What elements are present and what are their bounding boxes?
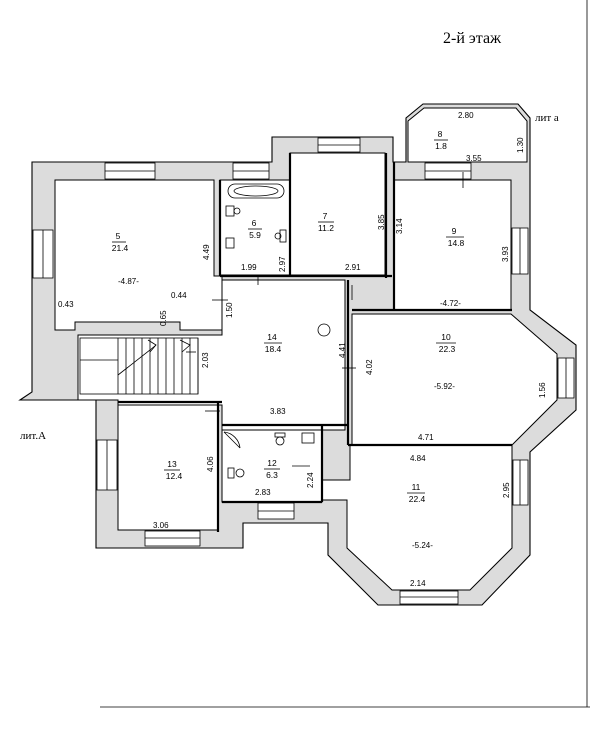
fixtures — [223, 183, 331, 479]
dim-4-06: 4.06 — [206, 456, 215, 472]
dim-2-03: 2.03 — [201, 352, 210, 368]
room-13-number: 13 — [167, 459, 177, 469]
room-11-area: 22.4 — [409, 494, 426, 504]
room-14-area: 18.4 — [265, 344, 282, 354]
room-13-area: 12.4 — [166, 471, 183, 481]
room-9-area: 14.8 — [448, 238, 465, 248]
dim-0-65: 0.65 — [159, 310, 168, 326]
dim-2-91: 2.91 — [345, 263, 361, 272]
dim-2-14: 2.14 — [410, 579, 426, 588]
dim-4-02: 4.02 — [365, 359, 374, 375]
dim-4-72: -4.72- — [440, 299, 461, 308]
dim-4-41: 4.41 — [338, 342, 347, 358]
windows — [32, 137, 575, 605]
room-12-area: 6.3 — [266, 470, 278, 480]
dim-2-24: 2.24 — [306, 472, 315, 488]
dimension-labels: 2.80 1.30 3.55 3.85 3.14 3.93 -4.72- 2.9… — [58, 111, 547, 588]
dim-4-84: 4.84 — [410, 454, 426, 463]
room-11-label: 11 22.4 — [407, 482, 426, 504]
room-10-area: 22.3 — [439, 344, 456, 354]
room-7 — [289, 152, 386, 276]
room-labels: 5 21.4 6 5.9 7 11.2 8 1.8 9 14.8 10 22.3 — [112, 129, 465, 504]
room-5-label: 5 21.4 — [112, 231, 129, 253]
room-12-number: 12 — [267, 458, 277, 468]
room-11-number: 11 — [412, 482, 421, 492]
dimension-ticks — [186, 172, 464, 467]
dim-1-30: 1.30 — [516, 137, 525, 153]
dim-0-43: 0.43 — [58, 300, 74, 309]
lit-a-main-label: лит.А — [20, 430, 46, 442]
room-7-label: 7 11.2 — [318, 211, 334, 233]
floor-title: 2-й этаж — [443, 30, 502, 47]
room-11 — [321, 444, 513, 591]
dim-3-06: 3.06 — [153, 521, 169, 530]
room-10-label: 10 22.3 — [436, 332, 456, 354]
room-5-area: 21.4 — [112, 243, 129, 253]
dim-3-83: 3.83 — [270, 407, 286, 416]
room-5-number: 5 — [116, 231, 121, 241]
dim-1-56: 1.56 — [538, 382, 547, 398]
dim-1-50: 1.50 — [225, 302, 234, 318]
lit-a-top-label: лит а — [535, 112, 559, 124]
room-13-label: 13 12.4 — [164, 459, 183, 481]
dim-3-55: 3.55 — [466, 154, 482, 163]
partitions — [118, 153, 512, 532]
dim-5-92: -5.92- — [434, 382, 455, 391]
dim-4-71: 4.71 — [418, 433, 434, 442]
room-8-number: 8 — [438, 129, 443, 139]
dim-2-95: 2.95 — [502, 482, 511, 498]
room-8-area: 1.8 — [435, 141, 447, 151]
dim-3-93: 3.93 — [501, 246, 510, 262]
dim-2-83: 2.83 — [255, 488, 271, 497]
dim-2-80: 2.80 — [458, 111, 474, 120]
room-7-number: 7 — [323, 211, 328, 221]
room-6-label: 6 5.9 — [248, 218, 262, 240]
room-10 — [351, 313, 558, 446]
room-8 — [407, 107, 528, 163]
staircase — [79, 337, 199, 395]
dim-1-99: 1.99 — [241, 263, 257, 272]
room-5 — [54, 179, 223, 331]
room-10-number: 10 — [441, 332, 451, 342]
dim-3-14: 3.14 — [395, 218, 404, 234]
room-8-label: 8 1.8 — [434, 129, 448, 151]
room-14-number: 14 — [267, 332, 277, 342]
room-9-number: 9 — [452, 226, 457, 236]
room-6-number: 6 — [252, 218, 257, 228]
room-6-area: 5.9 — [249, 230, 261, 240]
dim-5-24: -5.24- — [412, 541, 433, 550]
room-14 — [77, 279, 346, 431]
dim-4-87: -4.87- — [118, 277, 139, 286]
dim-4-49: 4.49 — [202, 244, 211, 260]
dim-3-85: 3.85 — [377, 214, 386, 230]
room-14-label: 14 18.4 — [264, 332, 282, 354]
room-12-label: 12 6.3 — [264, 458, 280, 480]
dim-0-44: 0.44 — [171, 291, 187, 300]
dim-2-97: 2.97 — [278, 256, 287, 272]
room-7-area: 11.2 — [318, 223, 334, 233]
room-12 — [221, 425, 323, 503]
room-9-label: 9 14.8 — [446, 226, 465, 248]
